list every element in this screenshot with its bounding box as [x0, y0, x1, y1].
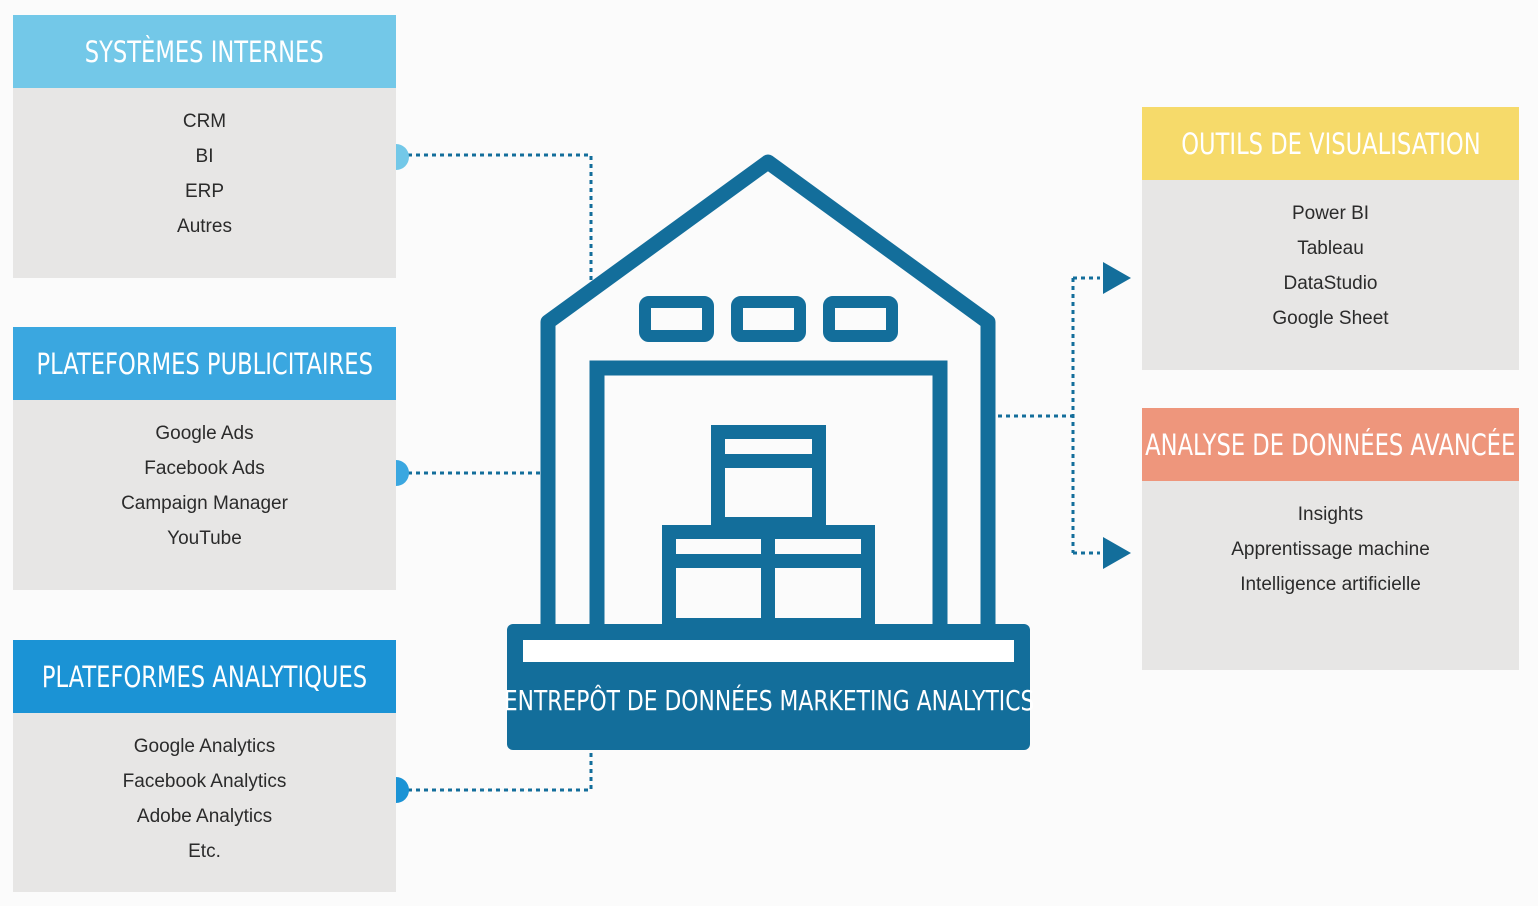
list-item: Intelligence artificielle: [1240, 574, 1421, 595]
list-item: Autres: [177, 216, 232, 237]
card-header: SYSTÈMES INTERNES: [13, 15, 396, 88]
card-title: PLATEFORMES PUBLICITAIRES: [36, 346, 373, 381]
list-item: Power BI: [1291, 203, 1370, 224]
card-ad-platforms: PLATEFORMES PUBLICITAIRES Google Ads Fac…: [13, 327, 396, 590]
list-item: Apprentissage machine: [1231, 539, 1430, 560]
list-item: Google Sheet: [1272, 308, 1389, 329]
connector-internal: [408, 153, 593, 280]
list-item: Facebook Analytics: [122, 771, 287, 792]
card-items: Google Ads Facebook Ads Campaign Manager…: [13, 400, 396, 560]
card-title: PLATEFORMES ANALYTIQUES: [41, 659, 368, 694]
list-item: Insights: [1297, 504, 1364, 525]
list-item: Tableau: [1297, 238, 1364, 259]
list-item: Campaign Manager: [121, 493, 288, 514]
list-item: Facebook Ads: [144, 458, 265, 479]
connector-analytics: [408, 750, 593, 792]
warehouse-label: ENTREPÔT DE DONNÉES MARKETING ANALYTICS: [503, 683, 1035, 717]
card-title: SYSTÈMES INTERNES: [85, 34, 324, 69]
list-item: YouTube: [167, 528, 242, 549]
card-items: CRM BI ERP Autres: [13, 88, 396, 248]
card-header: PLATEFORMES ANALYTIQUES: [13, 640, 396, 713]
arrowhead-visualisation: [1103, 262, 1131, 294]
list-item: Google Ads: [155, 423, 254, 444]
list-item: CRM: [182, 111, 227, 132]
card-analytics-platforms: PLATEFORMES ANALYTIQUES Google Analytics…: [13, 640, 396, 892]
card-items: Google Analytics Facebook Analytics Adob…: [13, 713, 396, 873]
list-item: Etc.: [188, 841, 221, 862]
card-visualisation-tools: OUTILS DE VISUALISATION Power BI Tableau…: [1142, 107, 1519, 370]
card-header: ANALYSE DE DONNÉES AVANCÉE: [1142, 408, 1519, 481]
list-item: Adobe Analytics: [136, 806, 273, 827]
card-title: ANALYSE DE DONNÉES AVANCÉE: [1145, 427, 1516, 462]
card-title: OUTILS DE VISUALISATION: [1180, 126, 1481, 161]
arrowhead-advanced: [1103, 537, 1131, 569]
card-internal-systems: SYSTÈMES INTERNES CRM BI ERP Autres: [13, 15, 396, 278]
connector-outputs: [998, 276, 1100, 555]
card-advanced-analysis: ANALYSE DE DONNÉES AVANCÉE Insights Appr…: [1142, 408, 1519, 670]
list-item: BI: [195, 146, 214, 167]
card-header: PLATEFORMES PUBLICITAIRES: [13, 327, 396, 400]
warehouse-icon: [507, 154, 1030, 750]
list-item: ERP: [184, 181, 225, 202]
card-items: Insights Apprentissage machine Intellige…: [1142, 481, 1519, 606]
list-item: Google Analytics: [133, 736, 276, 757]
list-item: DataStudio: [1283, 273, 1378, 294]
card-items: Power BI Tableau DataStudio Google Sheet: [1142, 180, 1519, 340]
card-header: OUTILS DE VISUALISATION: [1142, 107, 1519, 180]
